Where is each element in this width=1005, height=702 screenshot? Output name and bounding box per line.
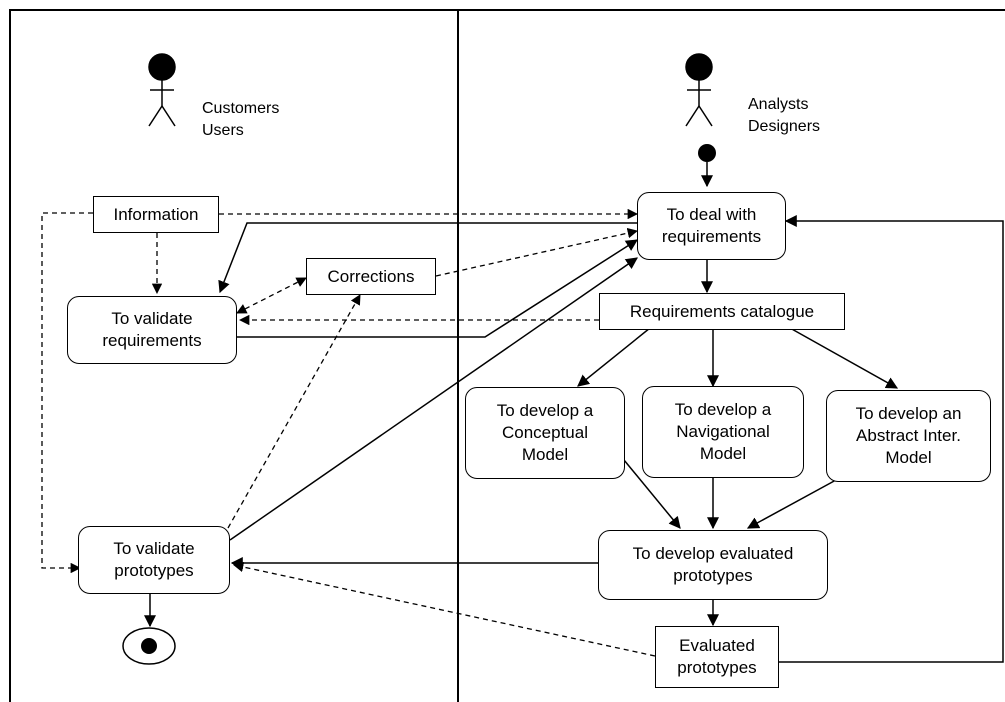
requirements-catalogue-object: Requirements catalogue [599,293,845,330]
final-node [141,638,157,654]
flow-conceptual-to-evaldev [623,459,681,529]
objflow-info-to-validate-proto [41,212,93,574]
actor-analysts-icon [685,53,713,127]
flow-catalogue-to-conceptual [577,327,651,387]
actor-customers-icon [148,53,176,127]
abstract-model-activity: To develop an Abstract Inter. Model [826,390,991,482]
conceptual-model-activity: To develop a Conceptual Model [465,387,625,479]
deal-requirements-activity: To deal with requirements [637,192,786,260]
flow-validate-req-to-deal [237,239,639,338]
navigational-model-activity: To develop a Navigational Model [642,386,804,478]
actor-analysts-label: Analysts Designers [748,96,821,135]
flow-evaluated-to-deal [779,215,1004,663]
lane-border-left [9,9,11,702]
objflow-evaluated-to-validate-proto [232,561,656,657]
objflow-validate-req-to-corrections [236,277,307,314]
flow-validate-proto-to-deal [229,257,638,541]
flow-catalogue-to-abstract [789,327,899,389]
objflow-corrections-to-deal [435,227,639,277]
information-object: Information [93,196,219,233]
objflow-validate-proto-to-corrections [227,294,361,529]
validate-requirements-activity: To validate requirements [67,296,237,364]
lane-divider [457,9,459,702]
validate-prototypes-activity: To validate prototypes [78,526,230,594]
evaluated-prototypes-dev-activity: To develop evaluated prototypes [598,530,828,600]
initial-node [698,144,716,162]
flow-deal-to-validate-req [218,222,637,294]
corrections-object: Corrections [306,258,436,295]
flow-abstract-to-evaldev [746,479,837,529]
lane-border-top [9,9,1005,11]
evaluated-prototypes-object: Evaluated prototypes [655,626,779,688]
actor-customers-label: Customers Users [202,100,280,139]
